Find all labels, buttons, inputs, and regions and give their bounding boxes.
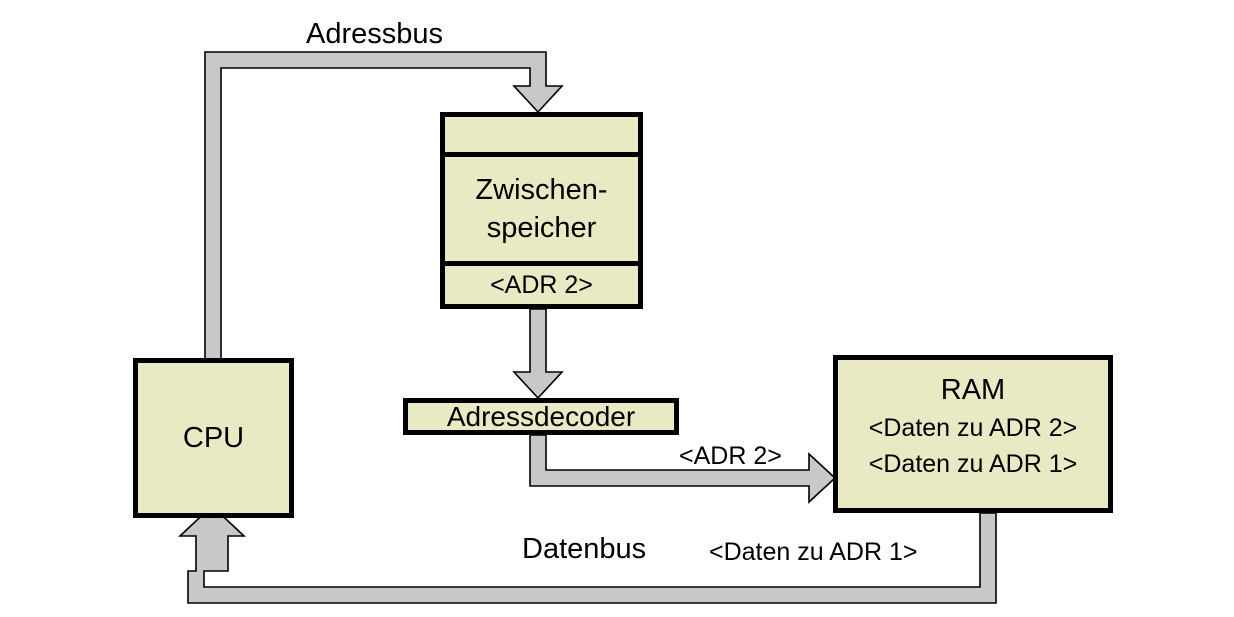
zwischenspeicher-to-decoder-arrow <box>512 308 564 400</box>
datenbus-label: Datenbus <box>522 533 647 565</box>
zwischenspeicher-label-line-2: speicher <box>486 212 597 244</box>
ram-data-line-2: <Daten zu ADR 1> <box>868 449 1078 478</box>
datenbus-path <box>177 504 997 604</box>
ram-title: RAM <box>940 373 1006 406</box>
zwischenspeicher-row-address: <ADR 2> <box>490 270 593 299</box>
adressbus-path <box>204 51 564 519</box>
zwischenspeicher-box[interactable]: Zwischen- speicher <ADR 2> <box>440 112 643 309</box>
decoder-to-ram-arrow <box>529 434 837 504</box>
cpu-label: CPU <box>182 421 245 454</box>
cpu-box[interactable]: CPU <box>133 358 294 518</box>
zwischenspeicher-row-top <box>445 117 638 157</box>
ram-box[interactable]: RAM <Daten zu ADR 2> <Daten zu ADR 1> <box>833 355 1113 513</box>
zwischenspeicher-label-line-1: Zwischen- <box>475 174 608 206</box>
datenbus-payload-label: <Daten zu ADR 1> <box>709 538 918 566</box>
adressbus-label: Adressbus <box>306 18 444 50</box>
adressdecoder-label: Adressdecoder <box>446 400 636 432</box>
zwischenspeicher-label: Zwischen- speicher <box>445 157 638 266</box>
adressdecoder-box[interactable]: Adressdecoder <box>403 398 679 435</box>
decoder-to-ram-label: <ADR 2> <box>679 442 782 470</box>
ram-data-line-1: <Daten zu ADR 2> <box>868 413 1078 442</box>
